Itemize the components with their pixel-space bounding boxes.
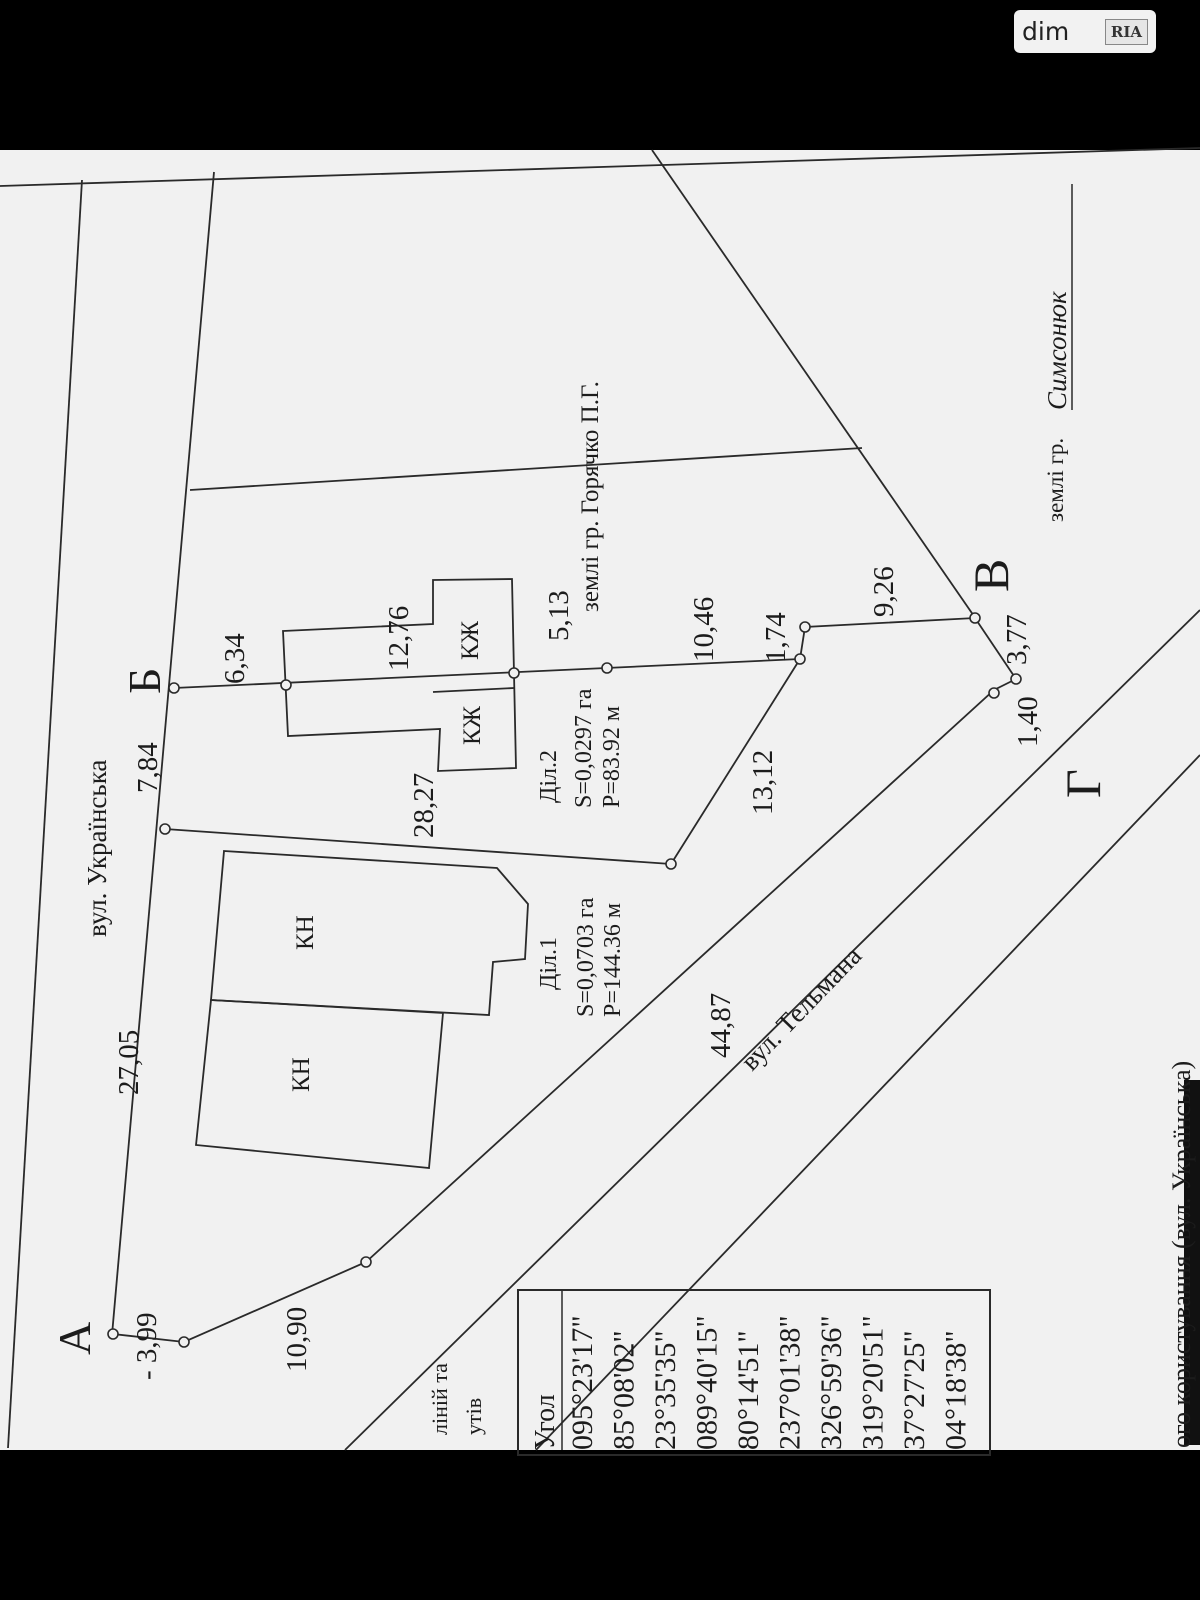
length-label: 3,77 — [1001, 614, 1033, 665]
building-kzh-label: КЖ — [457, 620, 484, 660]
building-kzh-divider — [432, 687, 515, 693]
angle-table-cell: 089°40'15" — [691, 1315, 724, 1450]
horyachko-boundary — [189, 447, 863, 491]
line-work — [0, 147, 1200, 1451]
street-ukrainska-label: вул. Українська — [82, 760, 112, 937]
plot1-title: Діл.1 — [536, 937, 562, 990]
angle-table-cell: 85°08'02" — [608, 1330, 641, 1450]
plot2-area: S=0,0297 га — [571, 688, 597, 808]
angle-table-header: Угол — [530, 1394, 561, 1450]
angle-table-cell: 319°20'51" — [857, 1315, 890, 1450]
vertex-marker — [799, 621, 811, 633]
handwritten-surname: Симсонюк — [1042, 291, 1072, 410]
ukrainska-street-line-left — [7, 179, 83, 1449]
telmana-street-edge — [344, 609, 1200, 1451]
length-label: 9,26 — [868, 566, 900, 617]
building-kn-lower — [195, 999, 444, 1169]
length-label: 10,46 — [688, 597, 720, 662]
survey-points — [107, 612, 1022, 1348]
plot1-perimeter: P=144.36 м — [600, 903, 626, 1017]
point-b-marker — [168, 682, 180, 694]
length-label: 6,34 — [219, 633, 251, 684]
dim-ria-watermark: dim RIA — [1014, 10, 1156, 53]
building-labels: КН КН КЖ КЖ — [288, 620, 486, 1092]
neighbor-label-prefix: землі гр. — [1043, 438, 1068, 522]
angle-table-frame — [517, 1289, 991, 1456]
point-g-marker — [1010, 673, 1022, 685]
street-ukrainska-bottom-label: ого користування (вул. Українська) — [1167, 1061, 1196, 1448]
vertex-marker — [508, 667, 520, 679]
angle-table-cell: 80°14'51" — [732, 1330, 765, 1450]
building-kzh-label: КЖ — [459, 705, 486, 745]
vertex-marker — [988, 687, 1000, 699]
ukrainska-street-line-right — [111, 171, 215, 1336]
point-v-label: В — [963, 559, 1019, 592]
angle-table-cell: 04°18'38" — [940, 1330, 973, 1450]
length-label: - 3,99 — [131, 1312, 163, 1380]
paper-sheet — [0, 150, 1200, 1450]
legend-fragment-line1: ліній та — [427, 1363, 452, 1435]
length-labels: - 3,99 27,05 7,84 6,34 10,90 28,27 12,76… — [113, 566, 1044, 1380]
watermark-brand: dim — [1022, 17, 1070, 46]
length-label: 13,12 — [747, 750, 779, 815]
vertex-marker — [601, 662, 613, 674]
angle-table-cell: 237°01'38" — [774, 1315, 807, 1450]
legend-fragment-line2: утів — [461, 1398, 486, 1435]
angle-table-cell: 37°27'25" — [898, 1330, 931, 1450]
samsoniuk-boundary — [651, 149, 977, 620]
point-a-marker — [107, 1328, 119, 1340]
angle-table: Угол 095°23'17" 85°08'02"23°35'35" 089°40'… — [517, 1289, 991, 1456]
length-label: 12,76 — [383, 606, 415, 671]
length-label: 1,40 — [1012, 696, 1044, 747]
point-b-label: Б — [119, 668, 170, 694]
length-label: 28,27 — [408, 773, 440, 838]
point-v-marker — [969, 612, 981, 624]
length-label: 1,74 — [760, 612, 792, 663]
plot-info: Діл.1 S=0,0703 га P=144.36 м Діл.2 S=0,0… — [536, 688, 626, 1017]
building-kn-label: КН — [288, 1057, 315, 1092]
vertex-marker — [360, 1256, 372, 1268]
angle-table-cell: 095°23'17" — [566, 1315, 599, 1450]
angle-table-cell: 326°59'36" — [815, 1315, 848, 1450]
buildings — [195, 578, 529, 1169]
vertex-marker — [159, 823, 171, 835]
vertex-marker — [794, 653, 806, 665]
vertex-marker — [178, 1336, 190, 1348]
plot2-perimeter: P=83.92 м — [599, 706, 625, 808]
building-kn-label: КН — [292, 915, 319, 950]
ria-logo: RIA — [1104, 18, 1148, 45]
length-label: 5,13 — [543, 590, 575, 641]
building-kzh — [282, 578, 517, 772]
angle-table-rows: 095°23'17" 85°08'02"23°35'35" 089°40'15"80… — [566, 1315, 973, 1450]
length-label: 44,87 — [705, 993, 737, 1058]
plot2-north-boundary — [173, 658, 801, 689]
telmana-street-far-edge — [535, 754, 1200, 1451]
handwritten-signature: Симсонюк — [1042, 184, 1073, 410]
point-a-label: А — [49, 1322, 100, 1355]
plot-divider-line — [164, 828, 672, 865]
vertex-marker — [665, 858, 677, 870]
sheet-top-line — [0, 147, 1200, 187]
neighbor-horyachko-label: землі гр. Горячко П.Г. — [577, 381, 604, 612]
length-label: 10,90 — [281, 1307, 313, 1372]
length-label: 7,84 — [132, 742, 164, 793]
plot2-title: Діл.2 — [536, 750, 562, 803]
plot1-area: S=0,0703 га — [573, 897, 599, 1017]
point-g-label: Г — [1055, 769, 1111, 798]
vertex-marker — [280, 679, 292, 691]
angle-table-cell: 23°35'35" — [649, 1330, 682, 1450]
length-label: 27,05 — [113, 1030, 145, 1095]
